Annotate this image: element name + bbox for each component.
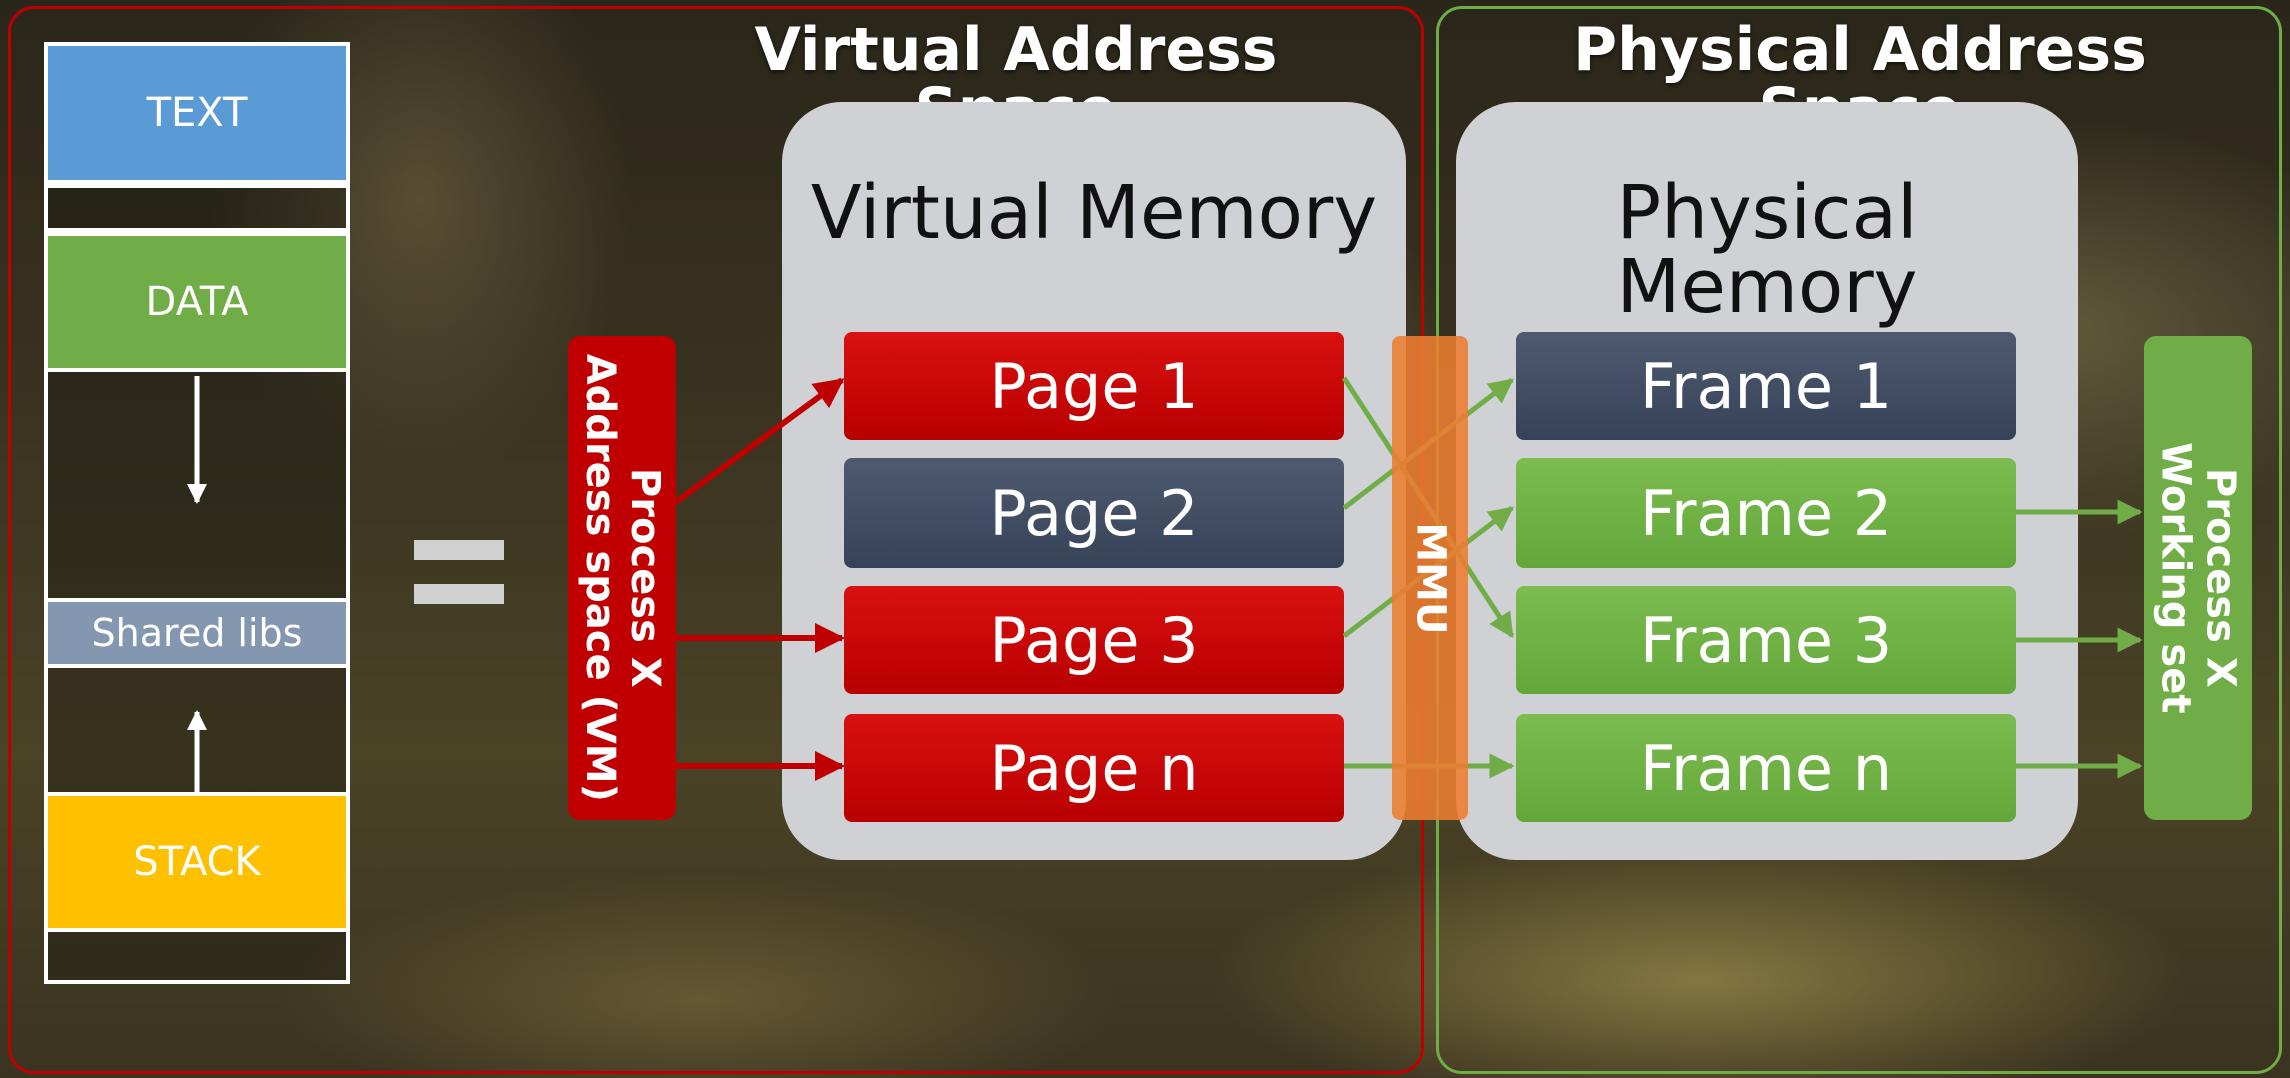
- page-1: Page 1: [844, 332, 1344, 440]
- shared-libs-segment: Shared libs: [44, 598, 350, 668]
- arrow-to-page-1: [674, 377, 845, 505]
- stack-segment: STACK: [44, 792, 350, 932]
- mmu-label: MMU: [1407, 521, 1454, 635]
- page-n: Page n: [844, 714, 1344, 822]
- frame-3: Frame 3: [1516, 586, 2016, 694]
- text-segment: TEXT: [44, 42, 350, 184]
- equals-sign-bottom-bar: [414, 584, 504, 604]
- frame-n: Frame n: [1516, 714, 2016, 822]
- data-segment: DATA: [44, 232, 350, 372]
- frame-2: Frame 2: [1516, 458, 2016, 568]
- virtual-memory-title: Virtual Memory: [810, 170, 1378, 256]
- physical-memory-title: Physical Memory: [1616, 170, 1918, 330]
- segment-gap: [44, 184, 350, 232]
- frame-1: Frame 1: [1516, 332, 2016, 440]
- page-2: Page 2: [844, 458, 1344, 568]
- equals-sign-top-bar: [414, 540, 504, 560]
- working-set-label: Process X Working set: [2144, 336, 2252, 820]
- process-address-space-label: Process X Address space (VM): [568, 336, 676, 820]
- mmu-bar: MMU: [1392, 336, 1468, 820]
- page-3: Page 3: [844, 586, 1344, 694]
